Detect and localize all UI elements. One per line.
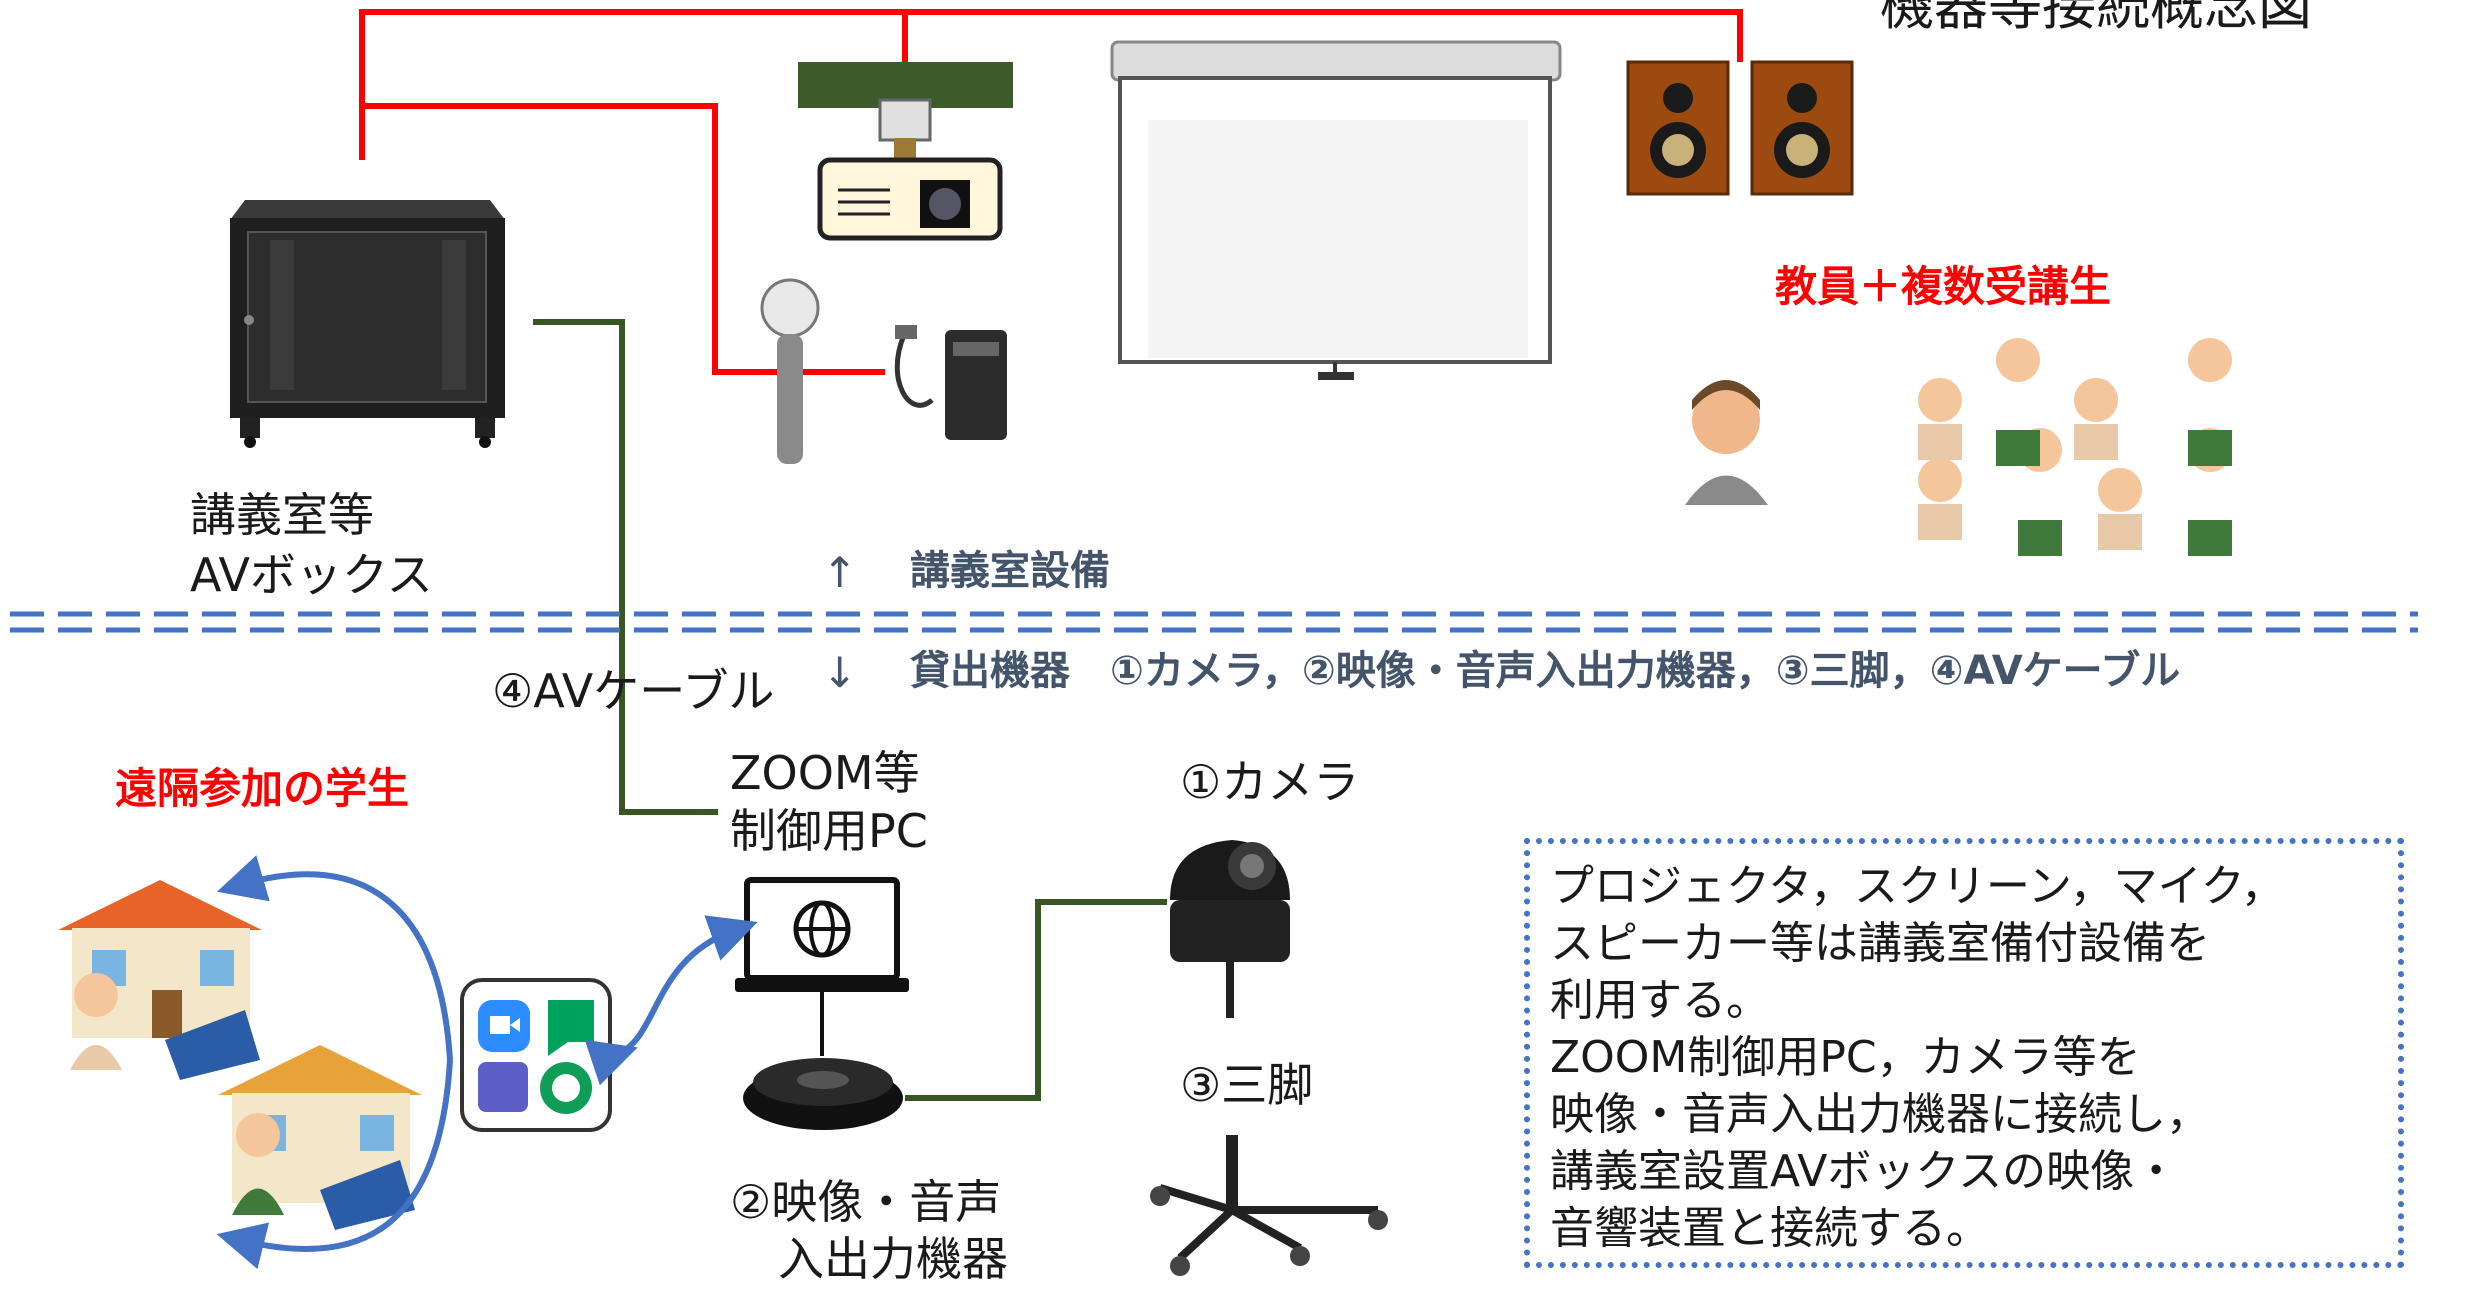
speakers-icon: [1626, 60, 1854, 196]
note-box: プロジェクタ，スクリーン，マイク， スピーカー等は講義室備付設備を 利用する。 …: [1524, 838, 2404, 1268]
av-box-label-line2: AVボックス: [190, 548, 433, 602]
projector-icon: [798, 62, 1013, 241]
tripod-icon: [1150, 1135, 1388, 1276]
down-arrow: ↓: [822, 648, 858, 697]
teacher-icon: [1685, 380, 1768, 505]
av-io-label-line1: ②映像・音声: [730, 1175, 1002, 1229]
note-line-2: スピーカー等は講義室備付設備を: [1550, 918, 2210, 969]
note-line-4: ZOOM制御用PC，カメラ等を: [1550, 1032, 2141, 1083]
note-line-1: プロジェクタ，スクリーン，マイク，: [1550, 861, 2285, 912]
av-cable-label: ④AVケーブル: [492, 664, 775, 718]
section-divider: [10, 611, 2418, 633]
camera-label: ①カメラ: [1180, 755, 1360, 809]
av-box-label-line1: 講義室等: [190, 488, 374, 542]
av-cable-lines: [533, 319, 1167, 1101]
projection-screen-icon: [1110, 40, 1562, 380]
note-line-6: 講義室設置AVボックスの映像・: [1550, 1146, 2179, 1197]
classroom-equipment-label: 講義室設備: [910, 548, 1110, 594]
remote-student-home-1-icon: [58, 880, 262, 1080]
av-box-rack-icon: [230, 200, 505, 448]
lending-equipment-label: 貸出機器 ①カメラ，②映像・音声入出力機器，③三脚，④AVケーブル: [910, 648, 2181, 694]
av-io-label-line2: 入出力機器: [778, 1232, 1008, 1286]
remote-students-label: 遠隔参加の学生: [115, 764, 410, 813]
network-links: [216, 855, 758, 1270]
page-title: 機器等接続概念図: [1880, 0, 2312, 37]
note-line-5: 映像・音声入出力機器に接続し，: [1550, 1089, 2210, 1140]
zoom-pc-label-line1: ZOOM等: [730, 746, 920, 800]
note-line-3: 利用する。: [1550, 975, 1770, 1026]
zoom-pc-label-line2: 制御用PC: [730, 804, 928, 858]
tripod-label: ③三脚: [1180, 1058, 1314, 1112]
note-line-7: 音響装置と接続する。: [1550, 1203, 1990, 1254]
av-io-device-icon: [743, 992, 903, 1130]
up-arrow: ↑: [822, 548, 858, 597]
students-icon: [1918, 338, 2232, 556]
control-pc-icon: [735, 877, 909, 992]
microphones-icon: [760, 278, 1007, 464]
conferencing-apps-icon: [460, 978, 612, 1132]
remote-student-home-2-icon: [218, 1045, 422, 1230]
camera-icon: [1170, 840, 1290, 1018]
teacher-students-label: 教員＋複数受講生: [1775, 262, 2112, 311]
